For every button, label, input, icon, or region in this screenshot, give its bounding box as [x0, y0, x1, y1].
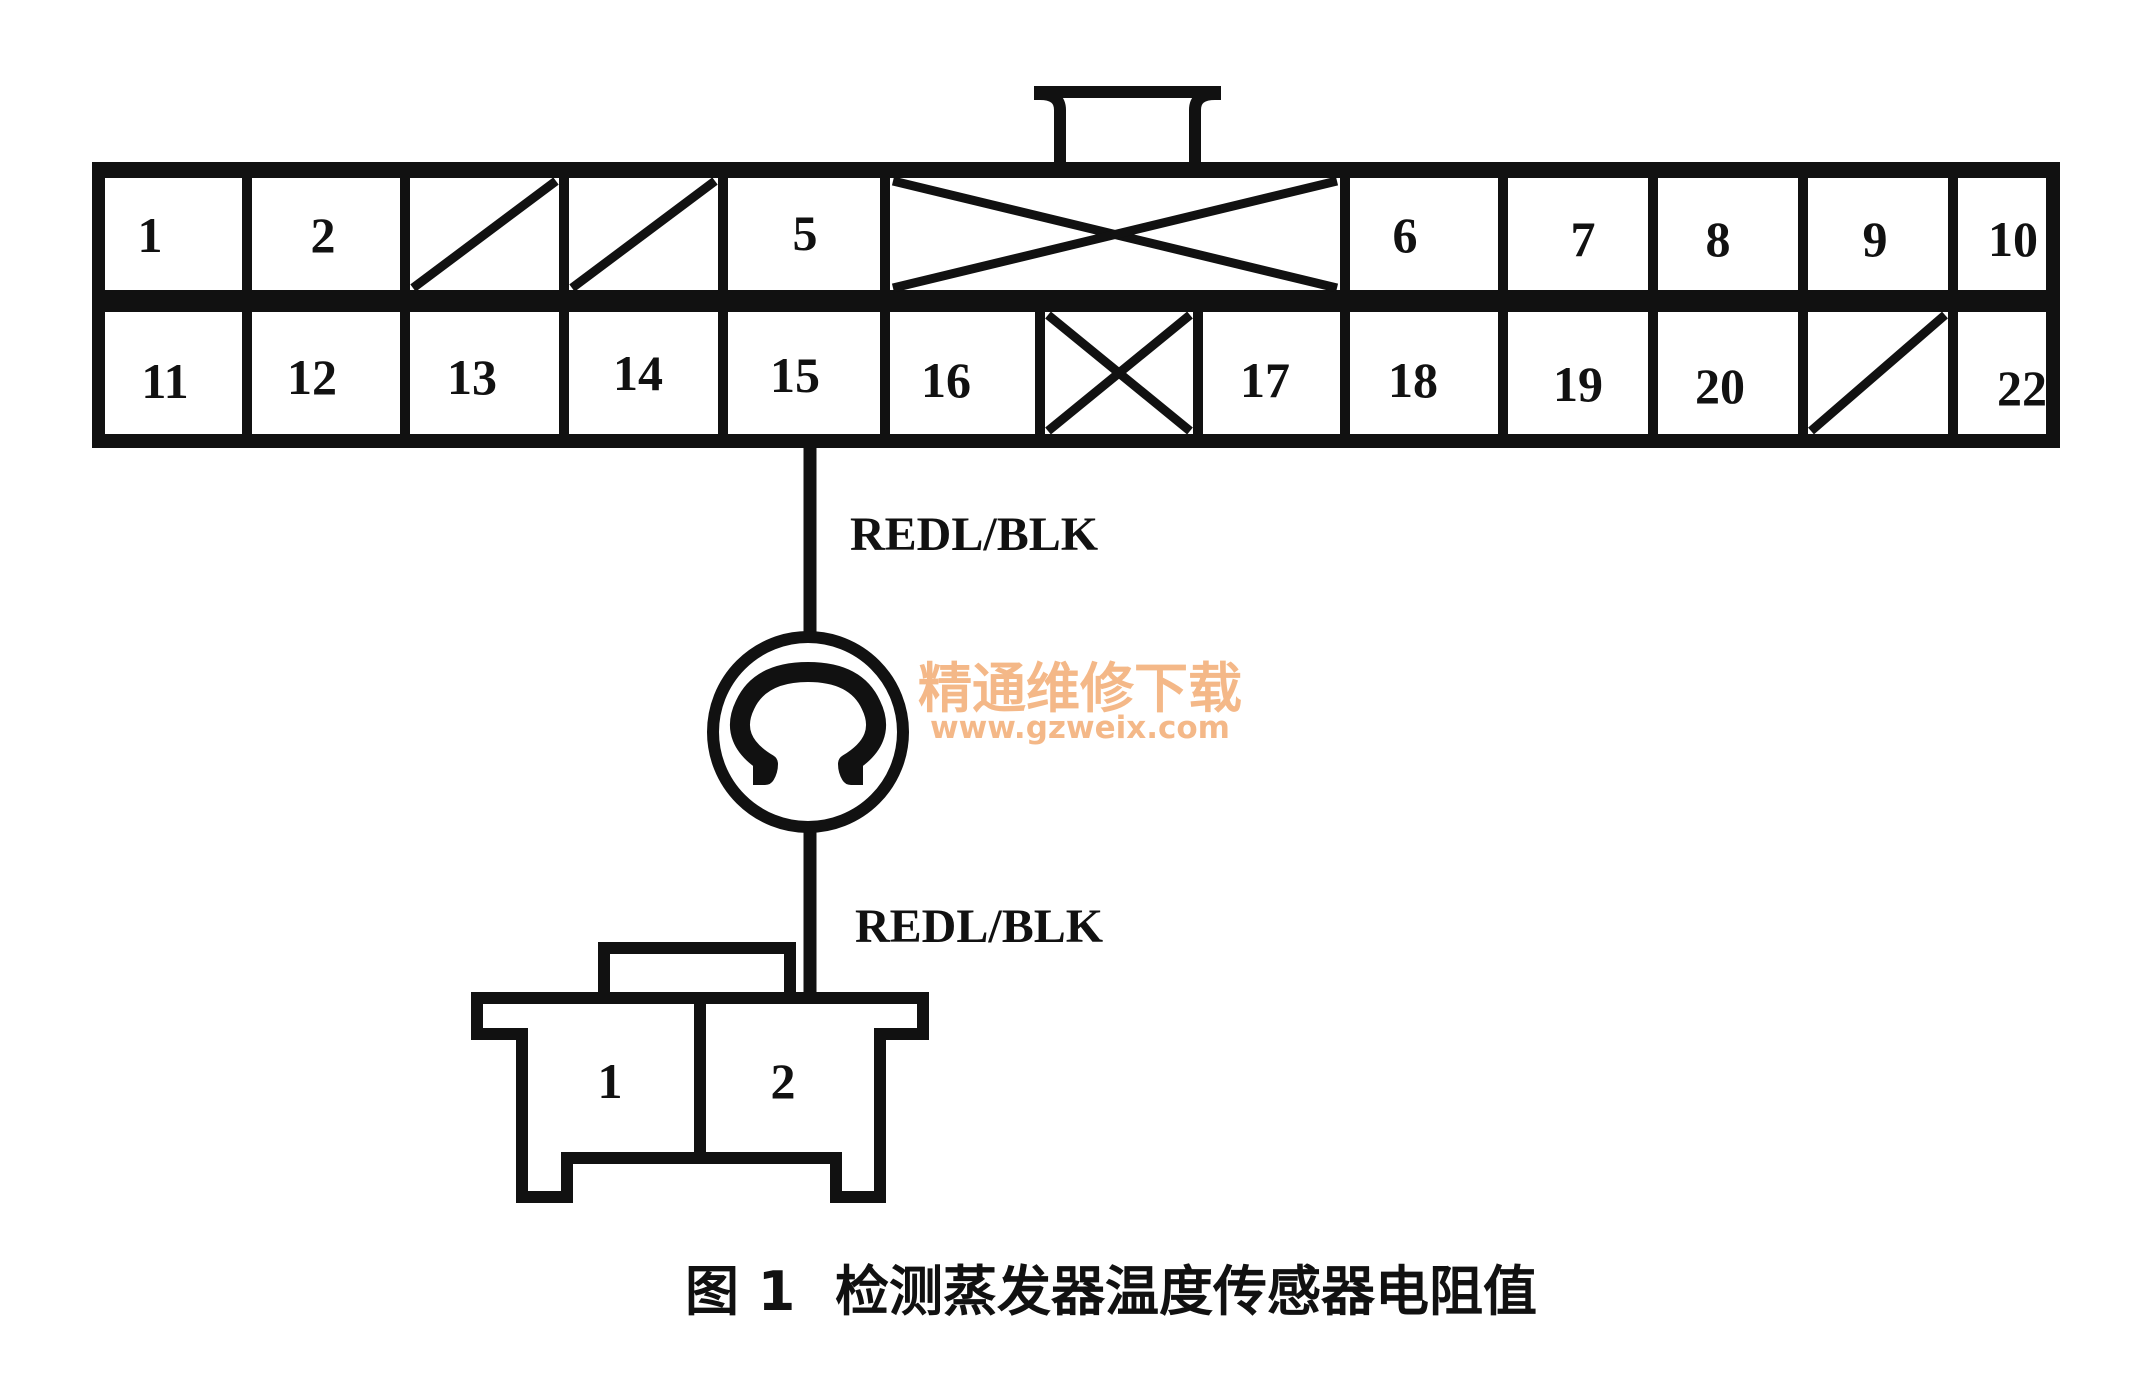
caption-figure-number: 图 1: [685, 1260, 795, 1323]
top-row: [105, 178, 2046, 290]
pin-label-22: 22: [1997, 360, 2047, 416]
pin-cell-2: [252, 178, 400, 290]
pin-label-8: 8: [1706, 211, 1731, 267]
pin-cell-16: [890, 312, 1035, 434]
pin-cell-20: [1658, 312, 1798, 434]
unused-slash-4: [569, 177, 718, 292]
pin-label-10: 10: [1988, 211, 2038, 267]
sensor-connector: 1 2: [471, 942, 929, 1203]
pin-cell-15: [728, 312, 880, 434]
unused-cavity-marks: [410, 176, 1948, 435]
sensor-pin-label-2: 2: [771, 1053, 796, 1109]
watermark-name: 精通维修下载: [918, 657, 1242, 720]
pin-label-9: 9: [1863, 211, 1888, 267]
pin-label-20: 20: [1695, 358, 1745, 414]
figure-caption: 图 1 检测蒸发器温度传感器电阻值: [685, 1260, 1537, 1323]
pin-label-17: 17: [1240, 352, 1290, 408]
pin-cell-5: [728, 178, 880, 290]
wire-label-lower: REDL/BLK: [855, 900, 1103, 953]
pin-label-1: 1: [138, 207, 163, 263]
sensor-pin-label-1: 1: [598, 1053, 623, 1109]
pin-cell-13: [410, 312, 559, 434]
unused-slash-21: [1808, 311, 1948, 435]
pin-label-16: 16: [921, 352, 971, 408]
pin-cell-7: [1508, 178, 1648, 290]
bottom-row: [105, 312, 2046, 434]
pin-cell-6: [1350, 178, 1498, 290]
pin-cell-17: [1203, 312, 1340, 434]
pin-label-11: 11: [141, 353, 188, 409]
caption-title: 检测蒸发器温度传感器电阻值: [835, 1260, 1537, 1323]
omega-icon: [730, 662, 886, 785]
pin-cell-12: [252, 312, 400, 434]
pin-cell-14: [569, 312, 718, 434]
ohmmeter: [707, 631, 909, 833]
pin-label-13: 13: [447, 349, 497, 405]
pin-cell-10: [1958, 178, 2046, 290]
pin-label-14: 14: [613, 345, 663, 401]
pin-label-6: 6: [1393, 207, 1418, 263]
main-connector: 1 2 5 6 7 8 9 10 11 12 13 14 15 16 17 18…: [92, 86, 2060, 448]
pin-label-15: 15: [770, 347, 820, 403]
pin-cell-22: [1958, 312, 2046, 434]
pin-label-19: 19: [1553, 356, 1603, 412]
watermark-url: www.gzweix.com: [930, 710, 1230, 746]
pin-label-5: 5: [793, 205, 818, 261]
pin-label-12: 12: [287, 349, 337, 405]
unused-x-b: [1045, 311, 1193, 435]
unused-cross-b: [891, 176, 1339, 293]
sensor-connector-tab: [598, 942, 796, 1006]
pin-cell-8: [1658, 178, 1798, 290]
pin-cell-19: [1508, 312, 1648, 434]
unused-slash-3: [410, 177, 559, 292]
connector-lock-tab: [1034, 86, 1221, 175]
watermark: 精通维修下载 www.gzweix.com: [918, 657, 1242, 746]
wire-label-upper: REDL/BLK: [850, 508, 1098, 561]
pin-cell-1: [105, 178, 242, 290]
pin-cell-9: [1808, 178, 1948, 290]
test-lead: REDL/BLK REDL/BLK: [803, 448, 1103, 1000]
pin-cell-11: [105, 312, 242, 434]
pin-label-2: 2: [311, 207, 336, 263]
pin-numbers: 1 2 5 6 7 8 9 10 11 12 13 14 15 16 17 18…: [138, 205, 2048, 416]
pin-cell-18: [1350, 312, 1498, 434]
pin-label-18: 18: [1388, 352, 1438, 408]
pin-label-7: 7: [1571, 211, 1596, 267]
